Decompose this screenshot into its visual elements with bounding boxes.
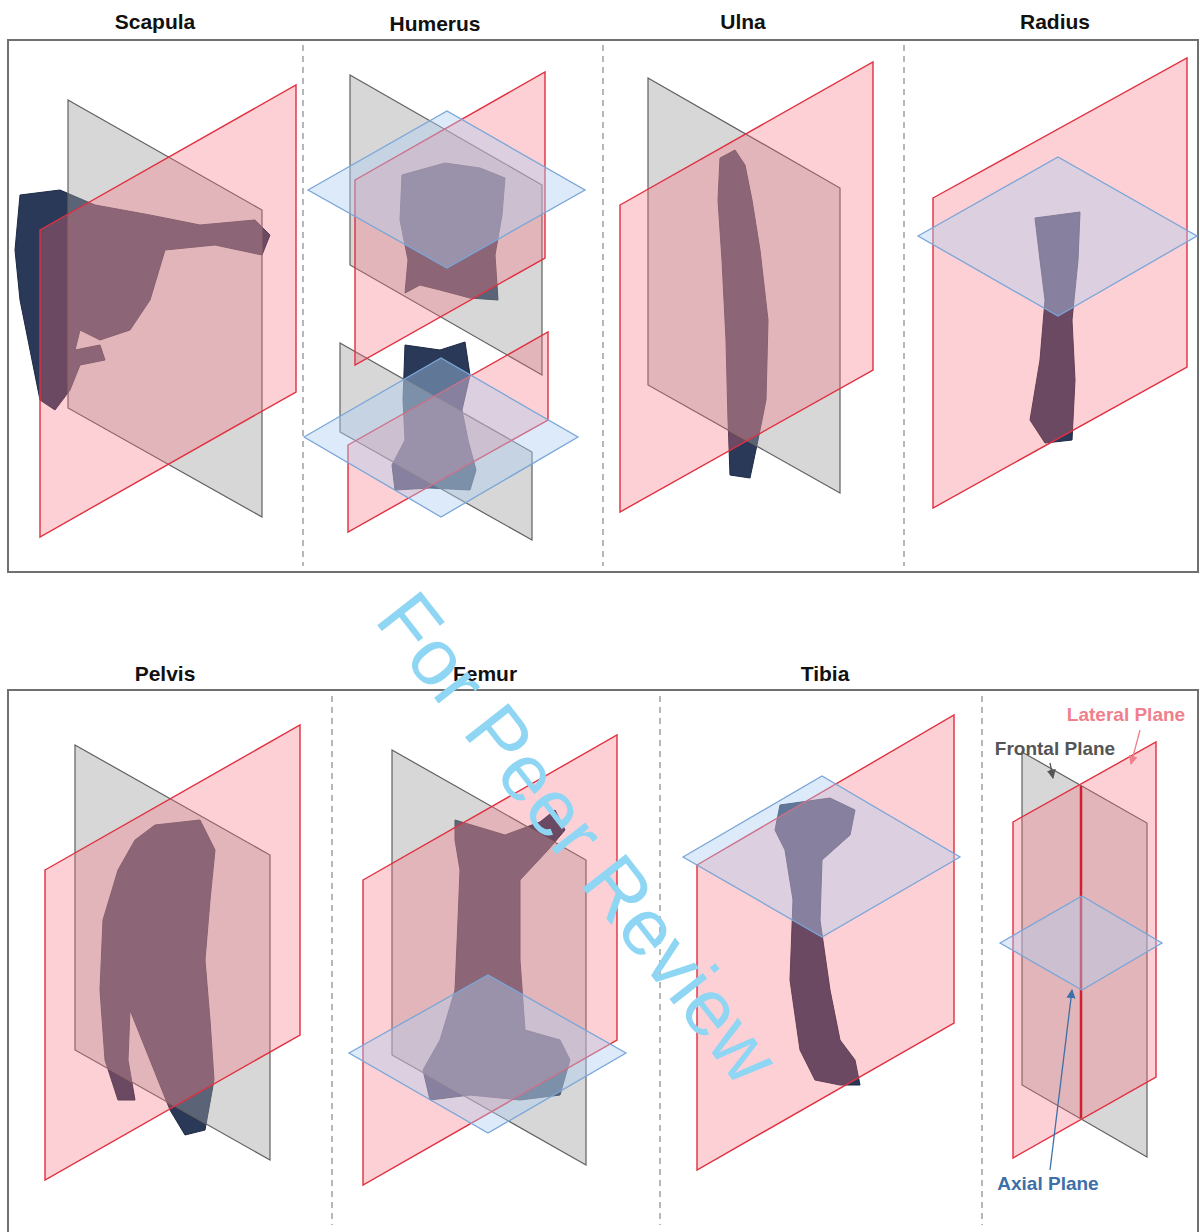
plane-callout: Lateral Plane — [1067, 705, 1185, 726]
leader-arrow — [1050, 730, 1140, 1170]
bone-title: Humerus — [389, 12, 480, 35]
axial-plane — [304, 111, 1197, 1133]
bone-title: Radius — [1020, 10, 1090, 33]
plane-callout: Axial Plane — [997, 1174, 1098, 1195]
panel-frame — [8, 40, 1198, 1232]
panel-separator — [303, 45, 982, 1225]
plane-callout: Frontal Plane — [995, 739, 1115, 760]
bone-title: Ulna — [720, 10, 766, 33]
bone-title: Tibia — [801, 662, 850, 685]
bone-title: Pelvis — [135, 662, 196, 685]
bone-title: Scapula — [115, 10, 196, 33]
